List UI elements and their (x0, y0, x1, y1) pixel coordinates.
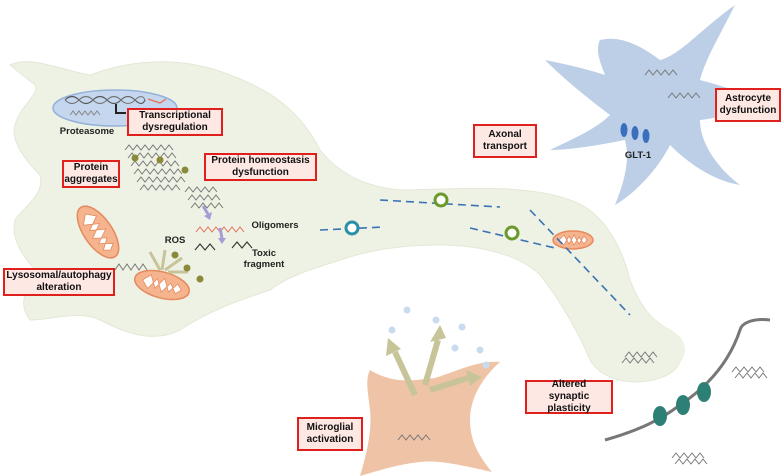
synapse-aggregate (731, 366, 768, 379)
microglial-activation-box: Microglial activation (297, 417, 363, 451)
arrow-down-icon (218, 227, 224, 239)
vesicle (433, 192, 449, 208)
ros-label: ROS (164, 235, 186, 246)
microglia-protein (397, 434, 431, 441)
toxic-fragment-label: Toxic fragment (243, 248, 285, 270)
microglia-shape (360, 361, 500, 476)
glt1-label: GLT-1 (624, 150, 652, 161)
aggregate-dot (156, 156, 164, 164)
ros-dot (171, 251, 179, 259)
synaptic-aggregate (621, 351, 658, 364)
cytokine-dots (388, 306, 490, 369)
aggregate-dot (131, 154, 139, 162)
aggregate-dot (181, 166, 189, 174)
ros-dot (183, 264, 191, 272)
postsynaptic-strand (604, 318, 771, 442)
arrow-down-icon (204, 212, 212, 220)
vesicle (344, 220, 360, 236)
protein-homeostasis-box: Protein homeostasis dysfunction (204, 153, 317, 181)
ros-dot (196, 275, 204, 283)
glt1-transporter (620, 123, 628, 137)
oligomers-label: Oligomers (251, 220, 299, 231)
mitochondrion (76, 205, 120, 259)
autophagy-strand (114, 263, 148, 271)
arrow-down-icon (201, 205, 210, 215)
lysosomal-autophagy-box: Lysosomal/autophagy alteration (3, 268, 115, 296)
mrna-strand (147, 98, 167, 104)
astrocyte-protein (644, 69, 701, 99)
glt1-transporter (631, 126, 639, 140)
protein-aggregates-box: Protein aggregates (62, 160, 120, 188)
astrocyte-dysfunction-box: Astrocyte dysfunction (715, 88, 781, 122)
transcriptional-dysregulation-box: Transcriptional dysregulation (127, 108, 223, 136)
arrow-down-icon (218, 238, 226, 244)
astrocyte-shape (545, 5, 765, 205)
proteasome-zigzag (69, 110, 101, 116)
axonal-transport-box: Axonal transport (473, 124, 537, 158)
dna-strand-2 (64, 95, 146, 105)
proteasome-label: Proteasome (59, 126, 115, 137)
ros-arrows (148, 249, 188, 274)
receptor-node (697, 382, 711, 402)
receptor-node (653, 406, 667, 426)
glt1-transporter (642, 129, 650, 143)
vesicle (504, 225, 520, 241)
synaptic-terminal (595, 322, 685, 378)
altered-synaptic-plasticity-box: Altered synaptic plasticity (525, 379, 613, 414)
microglia-arrows (386, 325, 482, 397)
receptor-node (676, 395, 690, 415)
oligomers-chain (184, 186, 224, 209)
synapse-aggregate (671, 452, 708, 465)
mitochondrion (552, 230, 594, 250)
toxic-fragment-strand (194, 241, 253, 251)
mitochondrion (133, 269, 191, 301)
transcription-start-icon (115, 104, 126, 114)
